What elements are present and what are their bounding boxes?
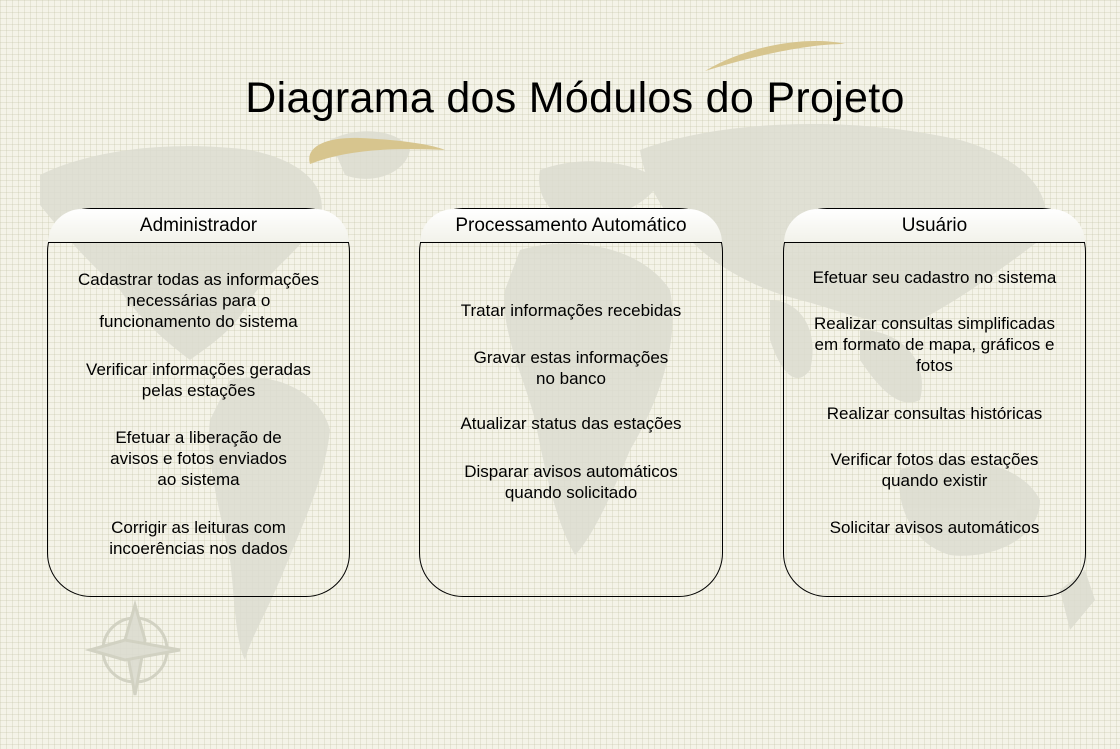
- module-header: Administrador: [48, 209, 349, 243]
- module-item: Atualizar status das estações: [460, 414, 682, 433]
- module-box-administrador: Administrador Cadastrar todas as informa…: [47, 208, 350, 597]
- module-item: Verificar fotos das estações quando exis…: [830, 450, 1039, 490]
- swoosh-top: [705, 41, 845, 71]
- module-item: Realizar consultas simplificadas em form…: [814, 314, 1055, 375]
- module-item: Efetuar seu cadastro no sistema: [812, 268, 1057, 287]
- diagram-title: Diagrama dos Módulos do Projeto: [245, 74, 905, 122]
- module-item: Gravar estas informações no banco: [473, 348, 669, 388]
- module-item: Solicitar avisos automáticos: [829, 518, 1040, 537]
- swoosh-bottom: [309, 137, 445, 164]
- module-item: Efetuar a liberação de avisos e fotos en…: [110, 428, 287, 489]
- module-item: Cadastrar todas as informações necessári…: [78, 270, 319, 331]
- module-item: Realizar consultas históricas: [826, 404, 1043, 423]
- module-item: Tratar informações recebidas: [460, 301, 682, 320]
- module-item: Disparar avisos automáticos quando solic…: [464, 462, 678, 502]
- module-item: Verificar informações geradas pelas esta…: [86, 360, 311, 400]
- module-header: Usuário: [784, 209, 1085, 243]
- module-item: Corrigir as leituras com incoerências no…: [109, 518, 288, 558]
- module-header: Processamento Automático: [420, 209, 722, 243]
- module-box-usuario: Usuário Efetuar seu cadastro no sistema …: [783, 208, 1086, 597]
- module-box-processamento: Processamento Automático Tratar informaç…: [419, 208, 723, 597]
